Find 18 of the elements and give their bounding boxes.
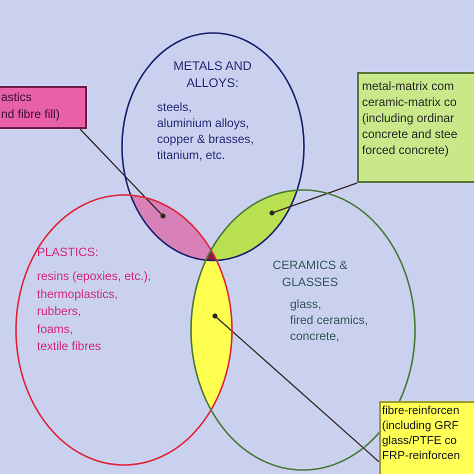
- category-heading: CERAMICS & GLASSES: [272, 257, 348, 291]
- overlap-region: [130, 195, 211, 260]
- callout-box: [357, 72, 474, 183]
- overlap-region: [191, 260, 232, 410]
- callout-text: metal-matrix com ceramic-matrix co (including ordinar concrete and stee forced concrete): [362, 78, 458, 158]
- category-heading: PLASTICS:: [37, 244, 98, 260]
- callout-text: fibre-reinforcen (including GRF glass/PTFE co FRP-reinforcen: [382, 404, 460, 464]
- callout-text: astics nd fibre fill): [1, 89, 60, 123]
- callout-box: [0, 86, 87, 129]
- leader-line: [212, 314, 380, 462]
- leader-line: [80, 128, 166, 218]
- overlap-region: [211, 190, 298, 261]
- category-heading: METALS AND ALLOYS:: [172, 58, 253, 92]
- material-list: glass, fired ceramics, concrete,: [290, 296, 368, 344]
- leader-line: [270, 182, 358, 216]
- material-list: steels, aluminium alloys, copper & brasses, titanium, etc.: [157, 99, 254, 163]
- material-list: resins (epoxies, etc.), thermoplastics, rubbers, foams, textile fibres: [37, 268, 152, 356]
- callout-box: [379, 401, 474, 474]
